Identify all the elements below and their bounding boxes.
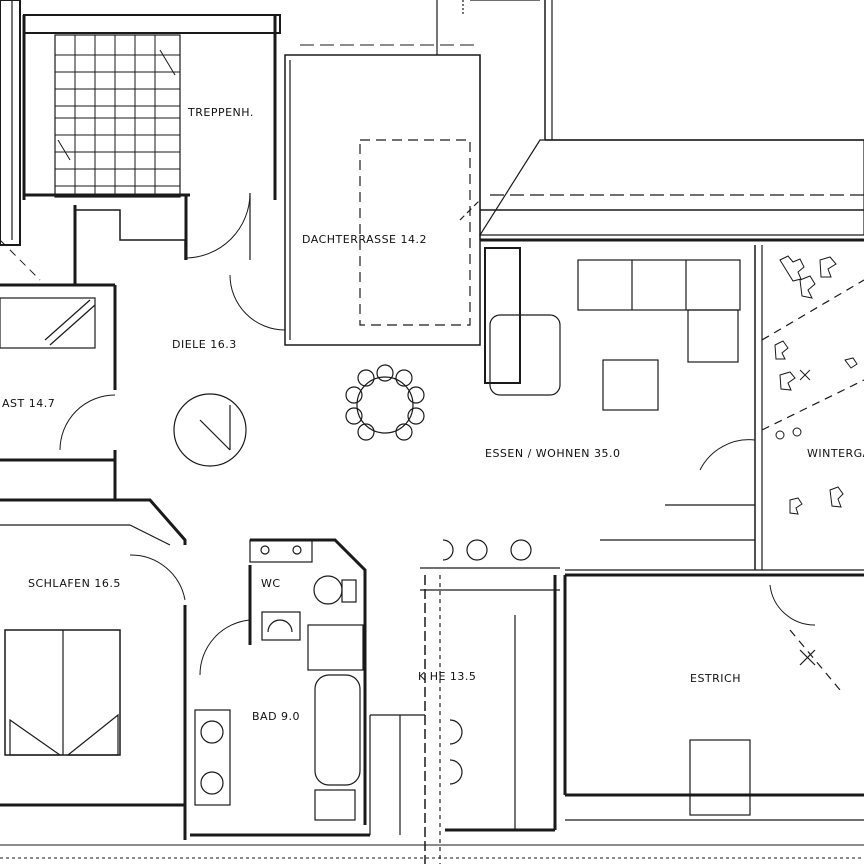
- bottom-walls: [0, 844, 864, 859]
- label-bad: BAD 9.0: [252, 710, 301, 723]
- label-essen-wohnen: ESSEN / WOHNEN 35.0: [485, 447, 621, 460]
- wc-bath: [190, 538, 370, 837]
- living-dining: [345, 238, 864, 591]
- kitchen: [369, 575, 557, 864]
- staircase: [22, 14, 281, 260]
- label-kueche: K HE 13.5: [418, 670, 477, 683]
- roof-element: [462, 0, 864, 236]
- label-wc: WC: [261, 577, 281, 590]
- label-wintergarten: WINTERGA: [807, 447, 864, 460]
- label-schlafen: SCHLAFEN 16.5: [28, 577, 121, 590]
- bedroom: [0, 498, 187, 840]
- label-estrich: ESTRICH: [690, 672, 741, 685]
- dachterrasse: [284, 0, 481, 346]
- label-gast: AST 14.7: [2, 397, 56, 410]
- diele-hall: [73, 205, 286, 467]
- wintergarden: [754, 245, 864, 570]
- label-dachterrasse: DACHTERRASSE 14.2: [302, 233, 427, 246]
- estrich: [563, 569, 864, 821]
- label-treppenhaus: TREPPENH.: [188, 106, 254, 119]
- left-edge-walls: [0, 0, 117, 500]
- label-diele: DIELE 16.3: [172, 338, 237, 351]
